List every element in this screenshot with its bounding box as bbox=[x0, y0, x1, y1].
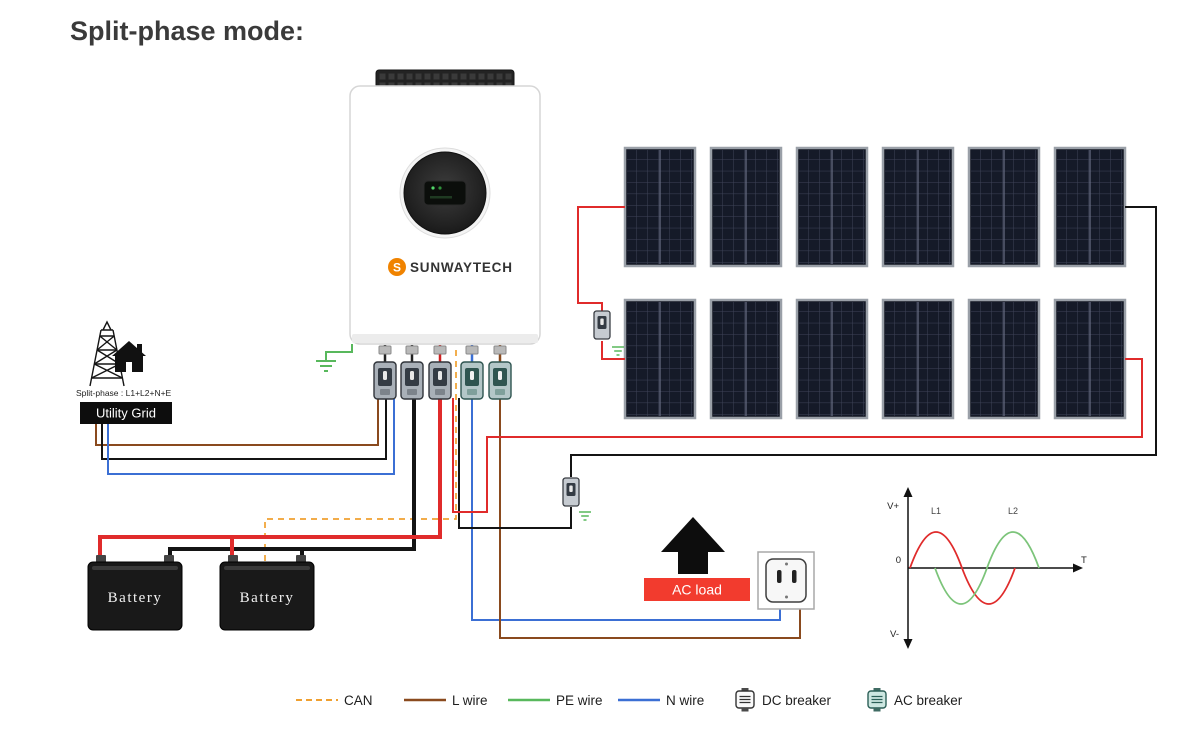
ac-load-label: AC load bbox=[672, 582, 722, 598]
utility-n-wire bbox=[107, 399, 395, 475]
page-title: Split-phase mode: bbox=[70, 16, 305, 46]
origin-label: 0 bbox=[896, 555, 901, 566]
pv-negative-return-wire bbox=[458, 398, 572, 529]
pv-positive-return-wire bbox=[452, 358, 1143, 513]
n-wire-legend-label: N wire bbox=[666, 693, 704, 708]
solar-panel bbox=[1053, 298, 1127, 420]
solar-panel bbox=[709, 146, 783, 268]
solar-panel bbox=[967, 298, 1041, 420]
house-load-icon bbox=[661, 517, 725, 574]
inverter-bottom-band bbox=[352, 334, 538, 343]
pv-string-link-wire bbox=[601, 341, 625, 360]
battery2-body bbox=[219, 561, 315, 631]
battery-positive-cable bbox=[98, 399, 442, 561]
brand-name: SUNWAYTECH bbox=[410, 260, 513, 275]
l-wire-legend-label: L wire bbox=[452, 693, 488, 708]
waveform-chart: V+ V- 0 T L1 L2 bbox=[887, 487, 1087, 649]
solar-panel bbox=[709, 298, 783, 420]
v-minus-label: V- bbox=[890, 629, 899, 640]
utility-l2-wire bbox=[101, 399, 387, 460]
battery2-positive-terminal bbox=[228, 555, 238, 563]
utility-grid: Split-phase : L1+L2+N+E Utility Grid bbox=[76, 320, 172, 424]
battery-2: Battery bbox=[219, 555, 315, 631]
dc-breaker-1 bbox=[373, 361, 397, 400]
phase-note: Split-phase : L1+L2+N+E bbox=[76, 388, 172, 398]
l2-label: L2 bbox=[1008, 506, 1018, 516]
axis-arrow-down bbox=[903, 639, 913, 649]
solar-panel bbox=[967, 146, 1041, 268]
pv-dc-breaker-1 bbox=[593, 310, 611, 340]
battery1-top-edge bbox=[92, 566, 178, 570]
v-plus-label: V+ bbox=[887, 501, 899, 512]
battery-1: Battery bbox=[87, 555, 183, 631]
dc-breaker-icon bbox=[735, 687, 755, 713]
solar-panel bbox=[1053, 146, 1127, 268]
inverter: S SUNWAYTECH bbox=[349, 69, 541, 345]
ac-breaker-1 bbox=[460, 361, 484, 400]
solar-panel bbox=[881, 298, 955, 420]
screen-text-line bbox=[430, 196, 452, 199]
grid-house-icon bbox=[112, 341, 146, 372]
battery2-label: Battery bbox=[240, 590, 295, 606]
screen-led-2 bbox=[438, 186, 442, 190]
battery1-negative-terminal bbox=[164, 555, 174, 563]
solar-panel bbox=[881, 146, 955, 268]
battery1-body bbox=[87, 561, 183, 631]
utility-l-wire bbox=[95, 399, 379, 446]
axis-arrow-up bbox=[903, 487, 913, 497]
dc-breaker-2 bbox=[400, 361, 424, 400]
solar-panel bbox=[795, 298, 869, 420]
connector-2 bbox=[405, 345, 419, 355]
battery2-top-edge bbox=[224, 566, 310, 570]
can-wire bbox=[264, 350, 457, 561]
utility-grid-label-box bbox=[80, 402, 172, 424]
legend: CAN L wire PE wire N wire DC breaker AC … bbox=[296, 687, 963, 713]
connector-4 bbox=[465, 345, 479, 355]
ac-load-label-box bbox=[644, 578, 750, 601]
pv-ground-1 bbox=[611, 346, 625, 356]
solar-panel bbox=[623, 298, 697, 420]
pv-negative-wire bbox=[570, 206, 1157, 477]
ac-l-wire bbox=[499, 399, 801, 639]
connector-1 bbox=[378, 345, 392, 355]
connector-3 bbox=[433, 345, 447, 355]
dc-breaker-legend-label: DC breaker bbox=[762, 693, 832, 708]
battery1-positive-terminal bbox=[96, 555, 106, 563]
ac-breaker-2 bbox=[488, 361, 512, 400]
screen-display bbox=[423, 180, 467, 206]
connector-5 bbox=[493, 345, 507, 355]
logo-letter: S bbox=[393, 261, 401, 275]
ac-breaker-legend-label: AC breaker bbox=[894, 693, 963, 708]
wall-socket-icon bbox=[757, 551, 815, 610]
solar-panel bbox=[795, 146, 869, 268]
utility-grid-label: Utility Grid bbox=[96, 406, 156, 421]
battery-bank: Battery Battery bbox=[87, 555, 315, 631]
l1-label: L1 bbox=[931, 506, 941, 516]
ac-breaker-icon bbox=[867, 687, 887, 713]
dc-breaker-3 bbox=[428, 361, 452, 400]
can-legend-label: CAN bbox=[344, 693, 373, 708]
ac-load: AC load bbox=[644, 517, 815, 610]
pe-wire-legend-label: PE wire bbox=[556, 693, 603, 708]
solar-array bbox=[623, 146, 1127, 420]
battery1-label: Battery bbox=[108, 590, 163, 606]
sunwaytech-logo-icon bbox=[388, 258, 406, 276]
solar-panel bbox=[623, 146, 697, 268]
battery2-negative-terminal bbox=[296, 555, 306, 563]
pe-ground-wire bbox=[325, 344, 353, 360]
pv-dc-breaker-2 bbox=[562, 477, 580, 507]
l2-sine-wave bbox=[934, 531, 1040, 605]
ground-symbol bbox=[316, 360, 336, 372]
pv-ground-2 bbox=[578, 511, 592, 521]
axis-arrow-right bbox=[1073, 563, 1083, 573]
pv-string1-positive-wire bbox=[577, 206, 625, 311]
screen-led-1 bbox=[431, 186, 435, 190]
t-label: T bbox=[1081, 555, 1087, 566]
breaker-cluster bbox=[373, 345, 512, 400]
l1-sine-wave bbox=[909, 531, 1016, 605]
ac-n-wire bbox=[471, 399, 781, 621]
